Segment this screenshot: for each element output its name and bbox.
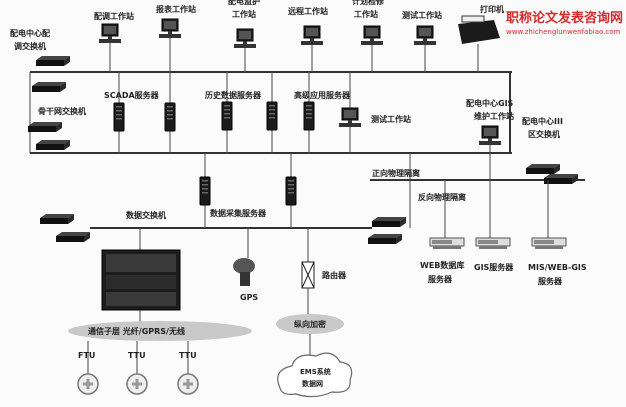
ttu-node-1	[125, 341, 149, 396]
test-workstation-mid	[338, 72, 362, 153]
router-label: 路由器	[322, 270, 347, 280]
ems-network-label-1: EMS系统	[300, 367, 331, 376]
comm-layer-bar	[68, 321, 252, 341]
web-db-server-label-1: WEB数据库	[420, 260, 464, 270]
ftu-label: FTU	[78, 351, 95, 360]
history-server-icon	[221, 72, 278, 153]
test-workstation-top	[413, 25, 437, 72]
monitor-workstation-label-2: 工作站	[232, 9, 256, 19]
advanced-server-label: 高级应用服务器	[294, 90, 351, 100]
ttu-label-2: TTU	[179, 351, 197, 360]
ems-network-label-2: 数据网	[302, 379, 323, 388]
backbone-switch-label: 骨干网交换机	[38, 106, 86, 116]
vertical-encryption-label: 纵向加密	[294, 319, 326, 329]
gis-maintenance-label-1: 配电中心GIS	[466, 98, 514, 108]
planning-workstation	[360, 25, 384, 72]
monitor-workstation	[233, 28, 257, 72]
watermark-url: www.zhichenglunwenfabiao.com	[506, 28, 621, 36]
ttu-label-1: TTU	[128, 351, 146, 360]
web-db-server-icon	[429, 180, 465, 250]
data-switch-icon	[40, 214, 90, 242]
ftu-node	[76, 341, 100, 396]
comm-layer-label: 通信子层 光纤/GPRS/无线	[88, 326, 185, 336]
gis-server-icon	[475, 180, 511, 250]
planning-workstation-label-2: 工作站	[354, 9, 378, 19]
report-workstation-label: 报表工作站	[156, 4, 196, 14]
mis-server-icon	[531, 180, 567, 250]
monitor-workstation-label-1: 配电监护	[228, 0, 260, 6]
center-switch-label-1: 配电中心配	[10, 28, 50, 38]
data-acq-server-label: 数据采集服务器	[210, 208, 267, 218]
data-switch-label: 数据交换机	[126, 210, 166, 220]
watermark-title: 职称论文发表咨询网	[506, 10, 623, 26]
dispatch-workstation	[98, 23, 122, 72]
iii-switch-label-1: 配电中心III	[522, 116, 563, 126]
report-workstation	[158, 18, 182, 72]
scada-server-label: SCADA服务器	[104, 90, 160, 100]
data-acq-server-icon	[199, 153, 297, 228]
planning-workstation-label-1: 计划检修	[352, 0, 385, 6]
remote-workstation	[300, 25, 324, 72]
test-workstation-mid-label: 测试工作站	[371, 114, 411, 124]
backbone-switch-icon	[28, 122, 70, 150]
reverse-isolation-label: 反向物理隔离	[418, 192, 466, 202]
remote-workstation-label: 远程工作站	[288, 6, 328, 16]
gis-maintenance-label-2: 维护工作站	[474, 111, 514, 121]
printer-label: 打印机	[480, 4, 504, 14]
mis-server-label-2: 服务器	[538, 276, 563, 286]
isolation-devices	[368, 153, 411, 244]
scada-server-icon	[113, 72, 176, 153]
mis-server-label-1: MIS/WEB-GIS	[528, 263, 587, 272]
gps-label: GPS	[240, 293, 258, 302]
web-db-server-label-2: 服务器	[428, 274, 453, 284]
ttu-node-2	[176, 341, 200, 396]
gps-icon	[233, 228, 255, 286]
router-icon	[301, 228, 315, 315]
advanced-server-icon	[303, 72, 315, 153]
dispatch-workstation-label: 配调工作站	[94, 11, 134, 21]
printer-icon	[458, 15, 500, 72]
gis-maintenance-workstation	[478, 125, 502, 180]
gis-server-label: GIS服务器	[474, 262, 514, 272]
center-switch-label-2: 调交换机	[14, 41, 46, 51]
ems-cloud-icon	[277, 352, 353, 398]
forward-isolation-label: 正向物理隔离	[372, 168, 420, 178]
center-switch-icon	[32, 56, 70, 92]
iii-switch-label-2: 区交换机	[528, 129, 560, 139]
test-workstation-top-label: 测试工作站	[402, 10, 442, 20]
frontend-rack-icon	[101, 228, 181, 322]
history-server-label: 历史数据服务器	[205, 90, 262, 100]
